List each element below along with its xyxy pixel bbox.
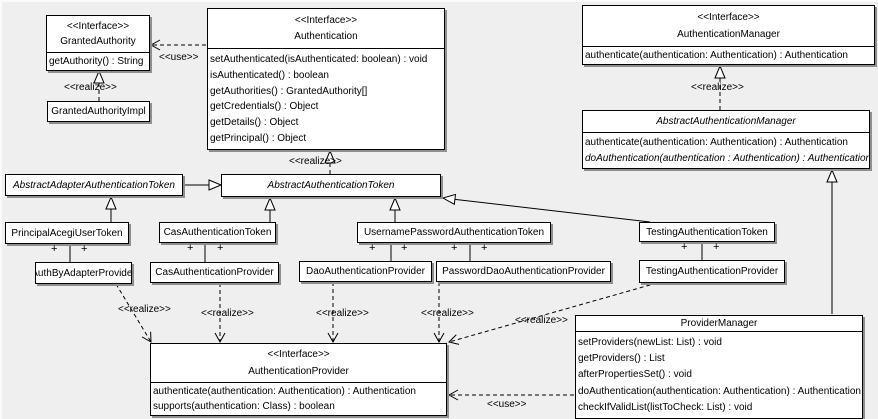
class-testing-authentication-token[interactable]: TestingAuthenticationToken [639,222,775,242]
class-dao-authentication-provider[interactable]: DaoAuthenticationProvider [299,261,432,282]
method: setAuthenticated(isAuthenticated: boolea… [210,53,428,65]
method: authenticate(authentication: Authenticat… [585,50,848,61]
class-cas-authentication-provider[interactable]: CasAuthenticationProvider [150,262,279,283]
method: authenticate(authentication: Authenticat… [585,137,848,149]
realize-label: <<realize>> [316,308,369,319]
class-password-dao-authentication-provider[interactable]: PasswordDaoAuthenticationProvider [436,261,611,282]
class-cas-authentication-token[interactable]: CasAuthenticationToken [159,222,276,243]
method: authenticate(authentication: Authenticat… [153,386,416,398]
realize-label: <<realize>> [515,315,568,326]
multiplicity-plus: + [713,241,720,253]
multiplicity-plus: + [217,242,224,254]
class-name: GrantedAuthority [60,36,136,48]
stereotype-label: <<Interface>> [66,20,130,32]
class-name: Authentication [294,31,358,43]
realize-label: <<realize>> [201,308,254,319]
method: getAuthorities() : GrantedAuthority[] [210,85,368,97]
class-name: AbstractAdapterAuthenticationToken [13,179,175,191]
class-abstract-authentication-manager[interactable]: AbstractAuthenticationManager authentica… [582,110,870,169]
multiplicity-plus: + [81,243,88,255]
class-name: ProviderManager [680,318,758,329]
realize-testingauthenticationprovider [448,282,658,345]
class-testing-authentication-provider[interactable]: TestingAuthenticationProvider [639,260,785,283]
class-name: PasswordDaoAuthenticationProvider [442,266,605,277]
class-granted-authority-impl[interactable]: GrantedAuthorityImpl [47,101,150,122]
class-name: AuthenticationManager [677,29,780,40]
stereotype-label: <<Interface>> [294,14,358,26]
method: isAuthenticated() : boolean [210,69,329,81]
method: getProviders() : List [578,353,665,365]
class-authentication-manager[interactable]: <<Interface>> AuthenticationManager auth… [582,5,875,65]
realize-label: <<realize>> [421,308,474,319]
method: getDetails() : Object [210,117,299,129]
multiplicity-plus: + [681,241,688,253]
class-name: TestingAuthenticationToken [646,226,768,238]
class-abstract-adapter-authentication-token[interactable]: AbstractAdapterAuthenticationToken [5,174,183,196]
class-name: DaoAuthenticationProvider [306,266,425,277]
method: getCredentials() : Object [210,101,319,113]
realize-label: <<realize>> [691,82,744,93]
class-name: CasAuthenticationProvider [155,267,274,278]
method: doAuthentication(authentication: Authent… [578,385,861,397]
class-authentication-provider[interactable]: <<Interface>> AuthenticationProvider aut… [150,343,447,416]
class-name: AuthenticationProvider [248,365,349,377]
class-name: PrincipalAcegiUserToken [11,227,123,239]
multiplicity-plus: + [51,243,58,255]
realize-label: <<realize>> [289,156,342,167]
stereotype-label: <<Interface>> [267,349,330,361]
class-name: AbstractAuthenticationManager [656,116,796,127]
class-name: AuthByAdapterProvider [35,267,132,279]
method: afterPropertiesSet() : void [578,369,692,381]
multiplicity-plus: + [401,242,408,254]
method: checkIfValidList(listToCheck: List) : vo… [578,401,753,413]
method: getPrincipal() : Object [210,133,307,145]
realize-label: <<realize>> [64,82,117,93]
class-auth-by-adapter-provider[interactable]: AuthByAdapterProvider [35,262,132,284]
realize-authbyadapterprovider [115,283,152,343]
class-provider-manager[interactable]: ProviderManager setProviders(newList: Li… [575,315,863,419]
class-name: TestingAuthenticationProvider [645,266,779,277]
method: supports(authentication: Class) : boolea… [153,400,335,412]
multiplicity-plus: + [369,242,376,254]
use-label: <<use>> [487,399,527,410]
multiplicity-plus: + [481,242,488,254]
class-name: UsernamePasswordAuthenticationToken [363,227,545,238]
generalization-testingauthenticationtoken [443,198,651,223]
class-authentication[interactable]: <<Interface>> Authentication setAuthenti… [207,8,445,150]
method: getAuthority() : String [49,56,144,67]
class-abstract-authentication-token[interactable]: AbstractAuthenticationToken [221,174,441,197]
class-username-password-authentication-token[interactable]: UsernamePasswordAuthenticationToken [357,222,551,243]
method: setProviders(newList: List) : void [578,337,722,349]
stereotype-label: <<Interface>> [697,12,760,23]
use-label: <<use>> [159,52,199,63]
multiplicity-plus: + [451,242,458,254]
realize-label: <<realize>> [118,304,171,315]
class-granted-authority[interactable]: <<Interface>> GrantedAuthority getAuthor… [46,15,150,71]
class-name: CasAuthenticationToken [163,227,272,238]
class-name: GrantedAuthorityImpl [51,106,146,117]
method: doAuthentication(authentication : Authen… [585,152,869,164]
class-name: AbstractAuthenticationToken [267,180,395,191]
class-principal-acegi-user-token[interactable]: PrincipalAcegiUserToken [5,222,129,244]
multiplicity-plus: + [187,242,194,254]
